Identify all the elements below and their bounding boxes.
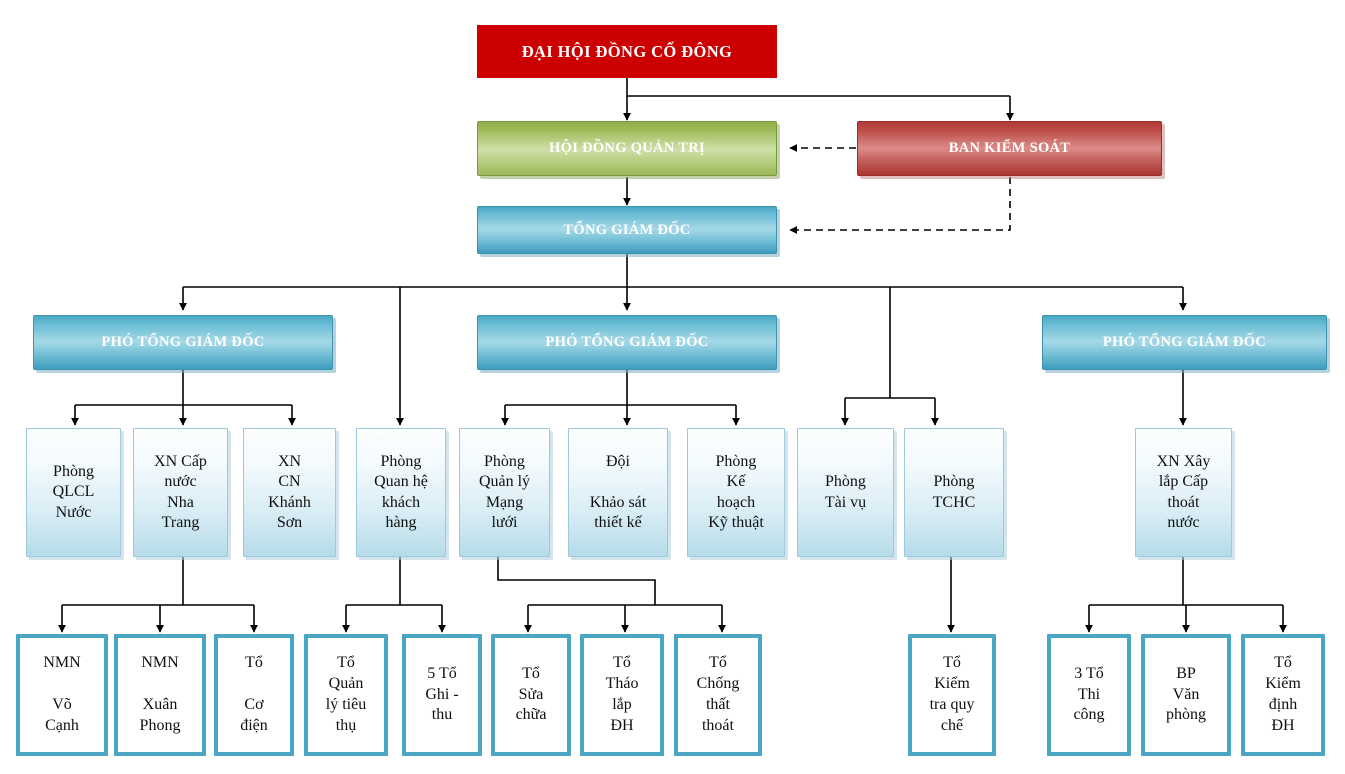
node-label: NMN Xuân Phong bbox=[139, 654, 181, 734]
node-xn-xay-lap-cap-thoat-nuoc[interactable]: XN Xây lắp Cấp thoát nước bbox=[1135, 428, 1232, 557]
node-label: PHÓ TỔNG GIÁM ĐỐC bbox=[545, 334, 709, 350]
node-phong-ke-hoach-ky-thuat[interactable]: Phòng Kế hoạch Kỹ thuật bbox=[687, 428, 785, 557]
node-label: HỘI ĐỒNG QUẢN TRỊ bbox=[549, 140, 705, 156]
node-label: Tổ Chống thất thoát bbox=[696, 654, 740, 734]
node-label: 5 Tổ Ghi - thu bbox=[425, 664, 459, 724]
node-phong-quan-he-khach-hang[interactable]: Phòng Quan hệ khách hàng bbox=[356, 428, 446, 557]
node-label: BAN KIỂM SOÁT bbox=[948, 140, 1071, 156]
node-to-thao-lap-dh[interactable]: Tổ Tháo lắp ĐH bbox=[580, 634, 664, 756]
node-to-quan-ly-tieu-thu[interactable]: Tổ Quản lý tiêu thụ bbox=[304, 634, 388, 756]
node-label: TỔNG GIÁM ĐỐC bbox=[563, 221, 691, 238]
node-hoi-dong-quan-tri[interactable]: HỘI ĐỒNG QUẢN TRỊ bbox=[477, 121, 777, 176]
node-dai-hoi-dong-co-dong[interactable]: ĐẠI HỘI ĐỒNG CỔ ĐÔNG bbox=[477, 25, 777, 78]
node-tong-giam-doc[interactable]: TỔNG GIÁM ĐỐC bbox=[477, 206, 777, 254]
node-to-sua-chua[interactable]: Tổ Sửa chữa bbox=[491, 634, 571, 756]
node-label: PHÓ TỔNG GIÁM ĐỐC bbox=[101, 334, 265, 350]
node-to-kiem-tra-quy-che[interactable]: Tổ Kiểm tra quy chế bbox=[908, 634, 996, 756]
node-to-co-dien[interactable]: Tổ Cơ điện bbox=[214, 634, 294, 756]
node-label: Phòng Quan hệ khách hàng bbox=[374, 452, 428, 531]
node-ban-kiem-soat[interactable]: BAN KIỂM SOÁT bbox=[857, 121, 1162, 176]
node-3-to-thi-cong[interactable]: 3 Tổ Thi công bbox=[1047, 634, 1131, 756]
node-doi-khao-sat-thiet-ke[interactable]: Đội Khảo sát thiết kế bbox=[568, 428, 668, 557]
node-label: Đội Khảo sát thiết kế bbox=[589, 452, 647, 531]
node-pho-tong-giam-doc-3[interactable]: PHÓ TỔNG GIÁM ĐỐC bbox=[1042, 315, 1327, 370]
node-bp-van-phong[interactable]: BP Văn phòng bbox=[1141, 634, 1231, 756]
node-to-kiem-dinh-dh[interactable]: Tổ Kiểm định ĐH bbox=[1241, 634, 1325, 756]
node-label: Phòng Quản lý Mạng lưới bbox=[478, 452, 531, 531]
node-phong-tai-vu[interactable]: Phòng Tài vụ bbox=[797, 428, 894, 557]
node-label: Phòng TCHC bbox=[932, 473, 976, 511]
node-label: Tổ Sửa chữa bbox=[515, 664, 547, 724]
node-label: Tổ Quản lý tiêu thụ bbox=[325, 654, 367, 734]
node-nmn-xuan-phong[interactable]: NMN Xuân Phong bbox=[114, 634, 206, 756]
node-label: Tổ Kiểm định ĐH bbox=[1265, 654, 1301, 734]
node-phong-quan-ly-mang-luoi[interactable]: Phòng Quản lý Mạng lưới bbox=[459, 428, 550, 557]
node-nmn-vo-canh[interactable]: NMN Võ Cạnh bbox=[16, 634, 108, 756]
node-label: XN Xây lắp Cấp thoát nước bbox=[1156, 452, 1211, 531]
node-phong-tchc[interactable]: Phòng TCHC bbox=[904, 428, 1004, 557]
node-label: 3 Tổ Thi công bbox=[1073, 664, 1105, 724]
node-5-to-ghi-thu[interactable]: 5 Tổ Ghi - thu bbox=[402, 634, 482, 756]
node-label: XN Cấp nước Nha Trang bbox=[154, 452, 207, 531]
node-label: Tổ Kiểm tra quy chế bbox=[929, 654, 975, 734]
node-label: Tổ Tháo lắp ĐH bbox=[605, 654, 639, 734]
node-xn-cn-khanh-son[interactable]: XN CN Khánh Sơn bbox=[243, 428, 336, 557]
node-xn-cap-nuoc-nha-trang[interactable]: XN Cấp nước Nha Trang bbox=[133, 428, 228, 557]
node-label: Phòng Tài vụ bbox=[824, 473, 867, 511]
node-pho-tong-giam-doc-2[interactable]: PHÓ TỔNG GIÁM ĐỐC bbox=[477, 315, 777, 370]
node-label: PHÓ TỔNG GIÁM ĐỐC bbox=[1102, 334, 1267, 350]
node-label: Tổ Cơ điện bbox=[240, 654, 268, 734]
node-label: Phòng Kế hoạch Kỹ thuật bbox=[708, 452, 764, 531]
node-label: XN CN Khánh Sơn bbox=[268, 452, 311, 531]
node-label: NMN Võ Cạnh bbox=[43, 654, 81, 734]
node-label: Phòng QLCL Nước bbox=[52, 462, 95, 521]
node-label: ĐẠI HỘI ĐỒNG CỔ ĐÔNG bbox=[521, 41, 733, 61]
node-to-chong-that-thoat[interactable]: Tổ Chống thất thoát bbox=[674, 634, 762, 756]
node-label: BP Văn phòng bbox=[1166, 664, 1206, 724]
node-phong-qlcl-nuoc[interactable]: Phòng QLCL Nước bbox=[26, 428, 121, 557]
node-pho-tong-giam-doc-1[interactable]: PHÓ TỔNG GIÁM ĐỐC bbox=[33, 315, 333, 370]
